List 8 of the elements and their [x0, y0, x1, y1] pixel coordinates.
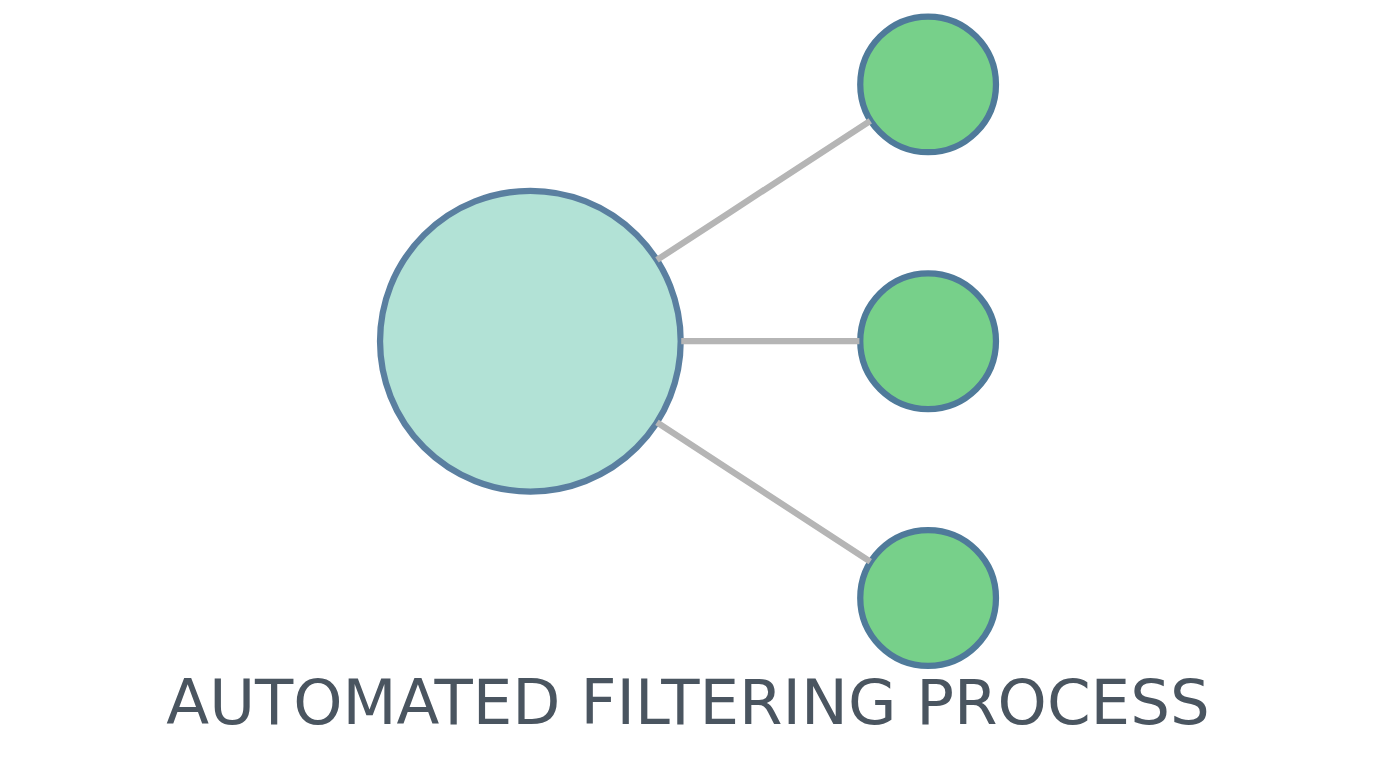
node-circle	[857, 270, 1000, 413]
diagram-title: AUTOMATED FILTERING PROCESS	[166, 666, 1210, 740]
connector	[681, 338, 860, 345]
node-person	[376, 187, 684, 495]
connector	[655, 118, 872, 263]
node-circle	[857, 527, 1000, 669]
connector	[655, 419, 872, 565]
node-circle	[857, 13, 1000, 156]
